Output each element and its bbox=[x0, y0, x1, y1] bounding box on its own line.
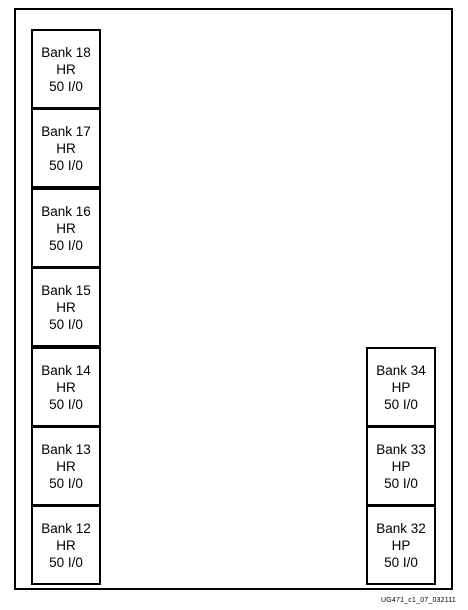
bank-name: Bank 12 bbox=[41, 520, 91, 536]
bank-15-box: Bank 15 HR 50 I/0 bbox=[31, 267, 101, 347]
bank-name: Bank 17 bbox=[41, 123, 91, 139]
bank-type: HR bbox=[56, 458, 76, 474]
figure-id-label: UG471_c1_07_032111 bbox=[381, 597, 456, 604]
bank-type: HR bbox=[56, 537, 76, 553]
bank-io-count: 50 I/0 bbox=[49, 78, 83, 94]
bank-18-box: Bank 18 HR 50 I/0 bbox=[31, 29, 101, 109]
bank-io-count: 50 I/0 bbox=[49, 554, 83, 570]
bank-14-box: Bank 14 HR 50 I/0 bbox=[31, 347, 101, 427]
bank-17-box: Bank 17 HR 50 I/0 bbox=[31, 108, 101, 188]
bank-type: HP bbox=[391, 379, 411, 395]
bank-name: Bank 14 bbox=[41, 362, 91, 378]
bank-io-count: 50 I/0 bbox=[49, 157, 83, 173]
bank-io-count: 50 I/0 bbox=[384, 396, 418, 412]
bank-type: HP bbox=[391, 537, 411, 553]
bank-type: HR bbox=[56, 220, 76, 236]
device-outline bbox=[14, 8, 453, 590]
bank-type: HR bbox=[56, 379, 76, 395]
bank-name: Bank 13 bbox=[41, 441, 91, 457]
bank-type: HR bbox=[56, 61, 76, 77]
bank-type: HP bbox=[391, 458, 411, 474]
bank-33-box: Bank 33 HP 50 I/0 bbox=[366, 426, 436, 506]
bank-name: Bank 18 bbox=[41, 44, 91, 60]
bank-io-count: 50 I/0 bbox=[384, 475, 418, 491]
bank-16-box: Bank 16 HR 50 I/0 bbox=[31, 188, 101, 268]
bank-13-box: Bank 13 HR 50 I/0 bbox=[31, 426, 101, 506]
bank-io-count: 50 I/0 bbox=[384, 554, 418, 570]
bank-name: Bank 16 bbox=[41, 203, 91, 219]
bank-name: Bank 32 bbox=[376, 520, 426, 536]
bank-12-box: Bank 12 HR 50 I/0 bbox=[31, 505, 101, 585]
bank-io-count: 50 I/0 bbox=[49, 396, 83, 412]
bank-name: Bank 15 bbox=[41, 282, 91, 298]
bank-io-count: 50 I/0 bbox=[49, 475, 83, 491]
bank-type: HR bbox=[56, 140, 76, 156]
bank-32-box: Bank 32 HP 50 I/0 bbox=[366, 505, 436, 585]
bank-io-count: 50 I/0 bbox=[49, 316, 83, 332]
bank-34-box: Bank 34 HP 50 I/0 bbox=[366, 347, 436, 427]
bank-name: Bank 33 bbox=[376, 441, 426, 457]
bank-type: HR bbox=[56, 299, 76, 315]
bank-io-count: 50 I/0 bbox=[49, 237, 83, 253]
bank-name: Bank 34 bbox=[376, 362, 426, 378]
